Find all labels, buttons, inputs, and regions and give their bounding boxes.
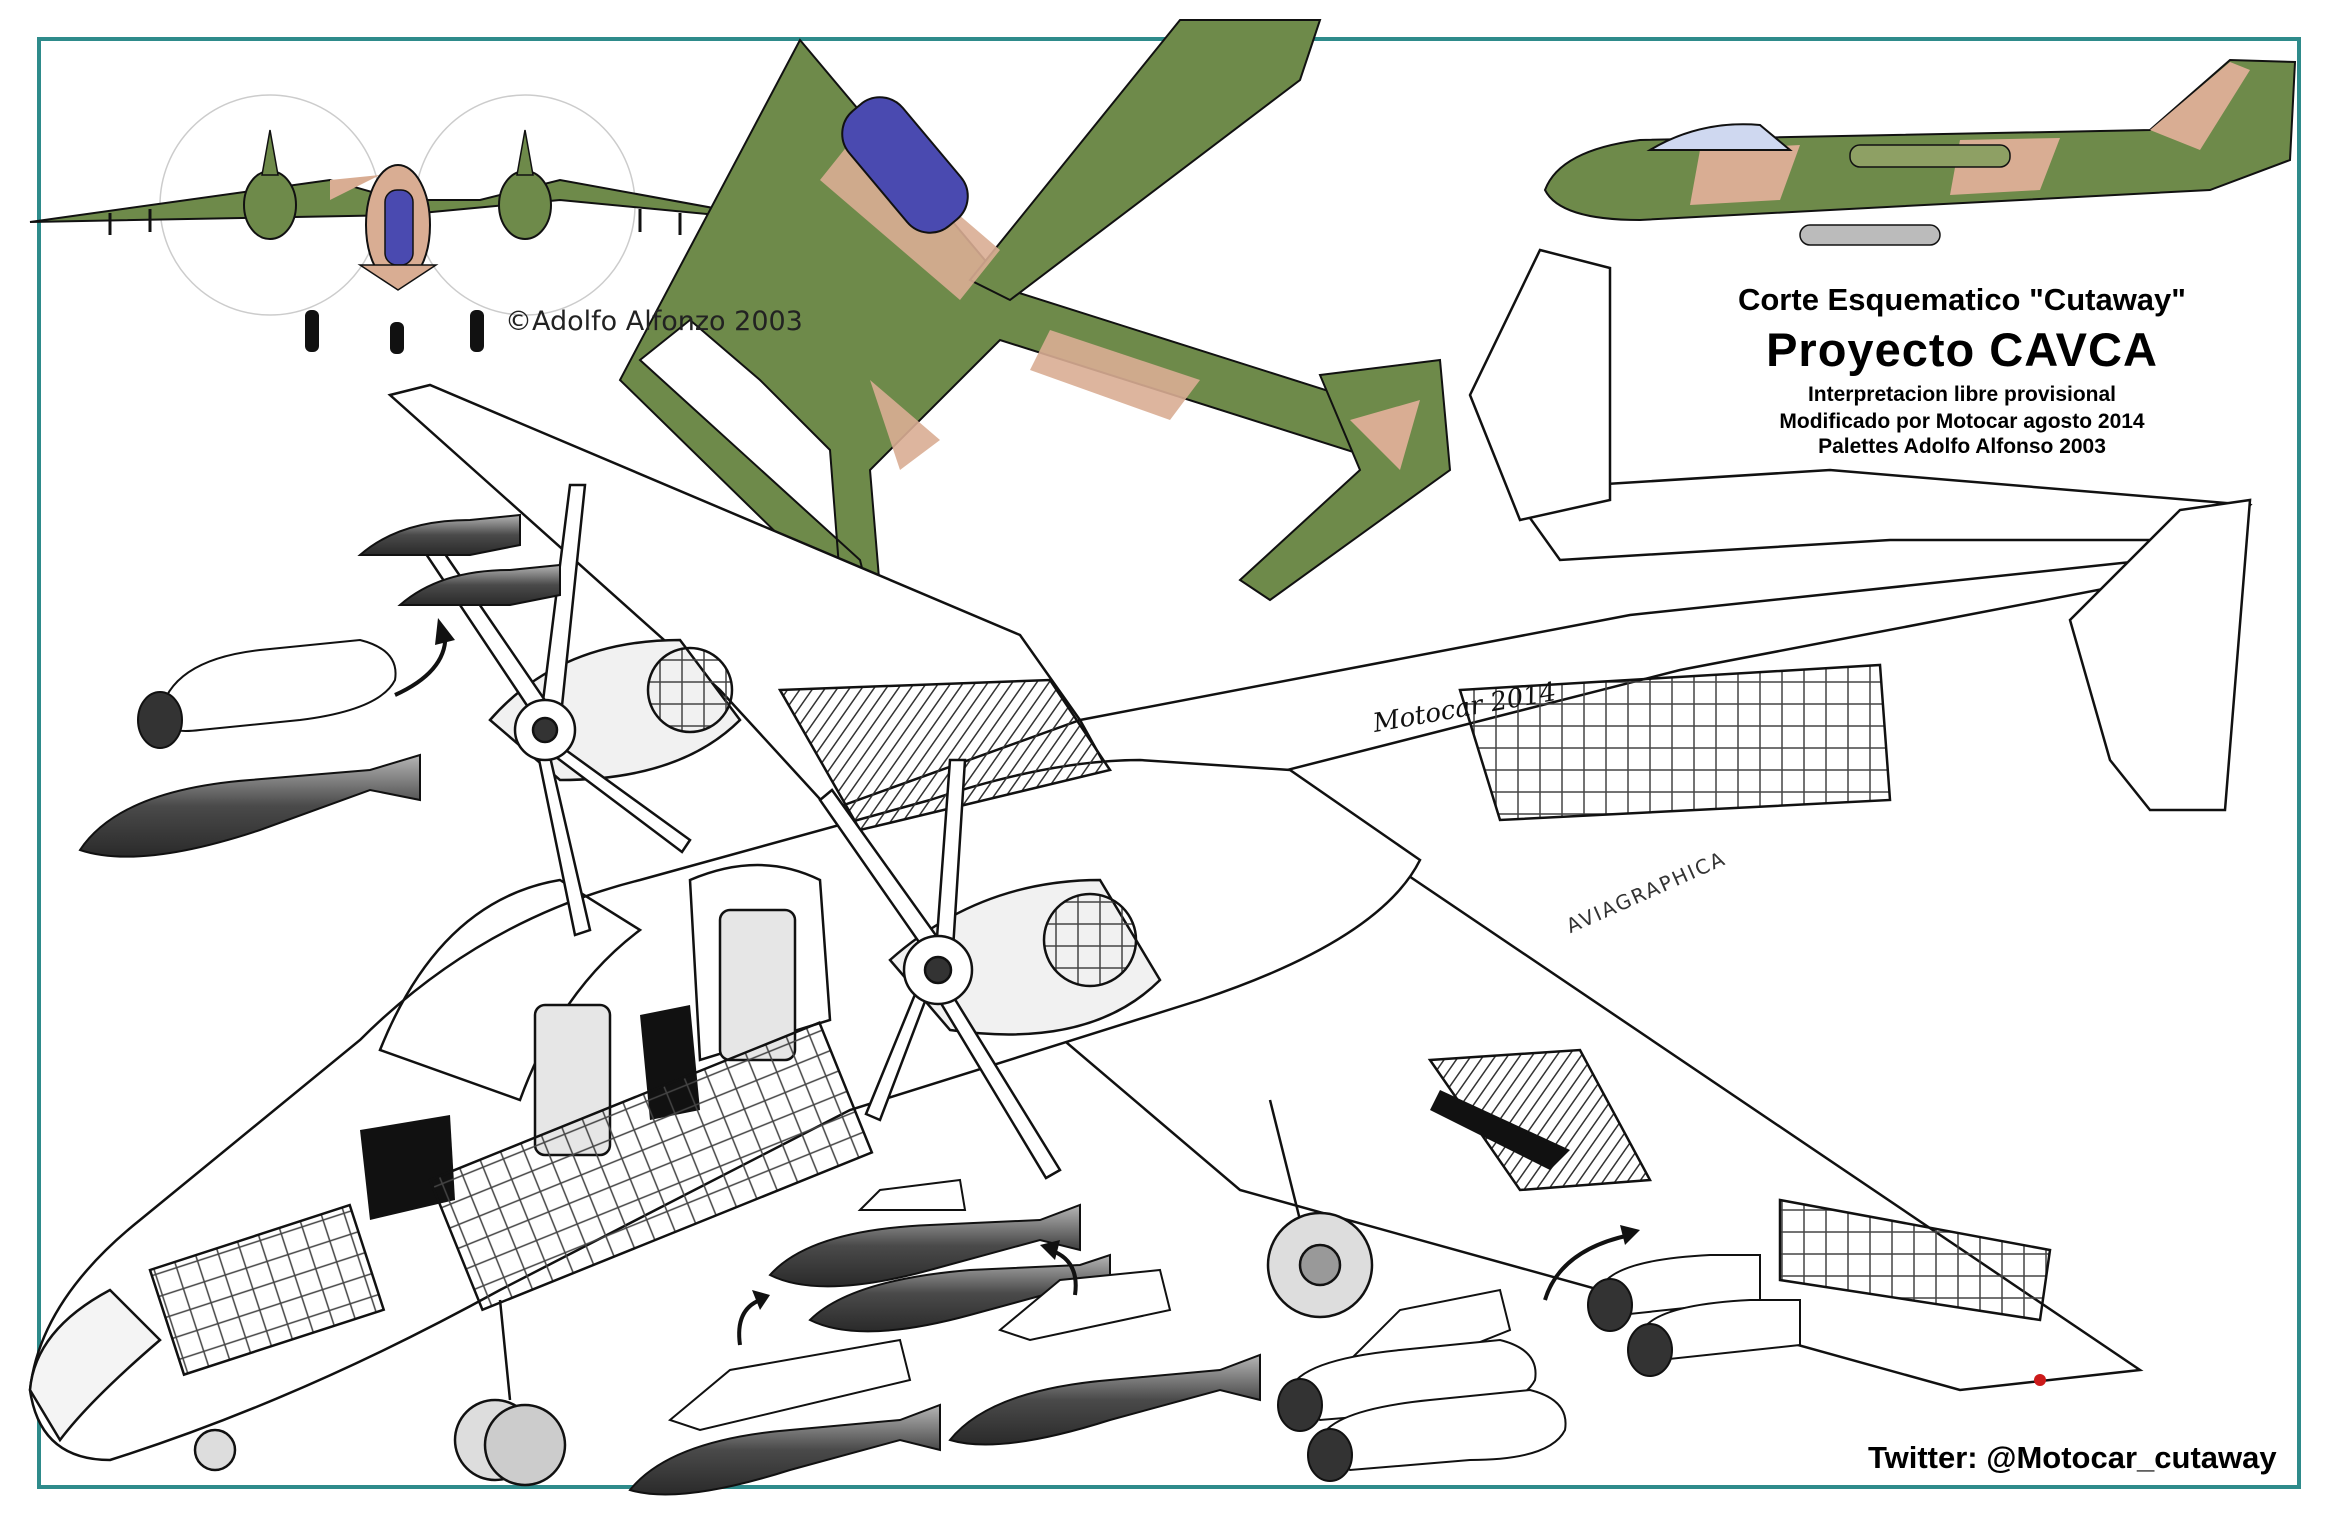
store-bomb [808, 1253, 1111, 1333]
arrowhead-icon [435, 618, 455, 645]
arrowhead-icon [1620, 1225, 1640, 1245]
red-marker-dot [2034, 1374, 2046, 1386]
arrowheads [435, 618, 2046, 1386]
store-pylon [857, 1178, 967, 1211]
arrowhead-icon [752, 1290, 770, 1310]
store-bomb [397, 563, 561, 606]
curved-arrow-icon [737, 1298, 761, 1346]
store-rocket-pod [1627, 1299, 1801, 1377]
store-fuel-tank [158, 638, 397, 732]
artist-credit: ©Adolfo Alfonzo 2003 [505, 306, 803, 337]
twitter-handle: Twitter: @Motocar_cutaway [1868, 1440, 2277, 1475]
store-rocket-pod [1587, 1254, 1761, 1332]
store-bomb [768, 1203, 1081, 1288]
title-line-5: Palettes Adolfo Alfonso 2003 [1818, 435, 2106, 458]
right-propeller [818, 758, 1062, 1180]
title-line-4: Modificado por Motocar agosto 2014 [1779, 410, 2145, 433]
top-view-aircraft [618, 19, 1452, 602]
arrowhead-icon [1040, 1240, 1060, 1260]
title-line-1: Corte Esquematico "Cutaway" [1737, 282, 2186, 317]
title-block: Corte Esquematico "Cutaway" Proyecto CAV… [1652, 282, 2272, 459]
store-bomb [628, 1403, 941, 1496]
main-cutaway [28, 248, 2253, 1487]
front-view-aircraft [29, 94, 791, 354]
side-view-aircraft [1543, 58, 2297, 246]
store-bomb [78, 753, 421, 858]
store-rocket-pod [1307, 1388, 1567, 1482]
curved-arrow-icon [1543, 1233, 1631, 1301]
store-bomb [948, 1353, 1261, 1446]
store-bomb [357, 513, 521, 556]
store-launcher [997, 1268, 1172, 1342]
title-line-2: Proyecto CAVCA [1766, 323, 2158, 376]
landing-gear [193, 1099, 1374, 1487]
store-launcher [667, 1338, 912, 1432]
title-line-3: Interpretacion libre provisional [1807, 383, 2117, 406]
store-rocket-pod [137, 691, 183, 749]
weapon-stores [78, 513, 1801, 1496]
